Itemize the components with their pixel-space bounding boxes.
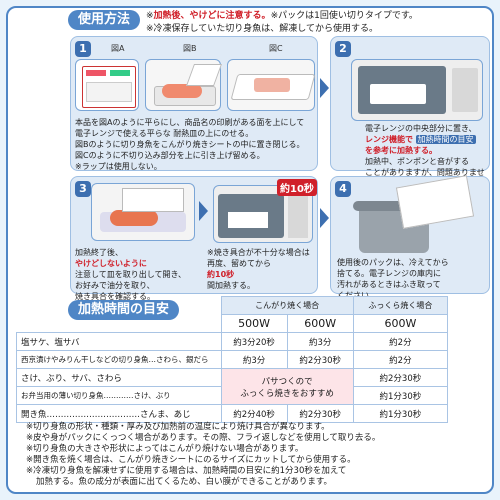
figure-b-fish-in-sheet-icon bbox=[145, 59, 223, 111]
heating-time-badge: 加熱時間の目安 bbox=[415, 135, 476, 144]
table-row: さけ、ぶり、サバ、さわら パサつくので ふっくら焼きをおすすめ 約2分30秒 bbox=[16, 368, 449, 405]
instruction-panel: 使用方法 ※加熱後、やけどに注意する。※パックは1回使い切りタイプです。 ※冷凍… bbox=[6, 6, 494, 494]
merged-note-cell: パサつくので ふっくら焼きをおすすめ bbox=[220, 368, 354, 405]
col-600w: 600W bbox=[286, 314, 354, 333]
arrow-right-icon bbox=[320, 208, 329, 228]
table-row: お弁当用の薄い切り身魚…………さけ、ぶり 約1分30秒 bbox=[16, 386, 449, 405]
step-4-number: 4 bbox=[335, 181, 351, 197]
step-2-number: 2 bbox=[335, 41, 351, 57]
step-4-panel: 4 使用後のパックは、冷えてから 捨てる。電子レンジの庫内に 汚れがあるときはふ… bbox=[330, 175, 490, 300]
step-3-instructions-right: ※焼き具合が不十分な場合は 再度、留めてから 約10秒 間加熱する。 bbox=[207, 248, 310, 290]
note-item: ※冷凍切り身魚を解凍せずに使用する場合は、加熱時間の目安に約1分30秒を加えて bbox=[26, 466, 347, 476]
note-item: 加熱する。魚の成分が表面に出てくるため、白い膜ができることがあります。 bbox=[36, 477, 333, 487]
step-1-instructions: 本品を図Aのように平らにし、商品名の印刷がある面を上にして 電子レンジで使える平… bbox=[75, 118, 305, 171]
step-4-instructions: 使用後のパックは、冷えてから 捨てる。電子レンジの庫内に 汚れがあるときはふき取… bbox=[337, 258, 449, 300]
used-pack-icon bbox=[395, 175, 475, 229]
figure-a-label: 図A bbox=[111, 44, 125, 53]
step-1-number: 1 bbox=[75, 41, 91, 57]
step-2-panel: 2 電子レンジの中央部分に置き、 レンジ機能で 加熱時間の目安 を参考に加熱する… bbox=[330, 36, 490, 188]
heating-time-table: こんがり焼く場合 ふっくら焼く場合 500W 600W 600W 塩サケ、塩サバ… bbox=[16, 296, 449, 423]
figure-b-label: 図B bbox=[183, 44, 197, 53]
step-3-panel: 3 約10秒 加熱終了後、 やけどしないように 注意して皿を取り出して開き、 お… bbox=[70, 176, 318, 301]
opened-pack-icon bbox=[91, 183, 195, 241]
section-title-usage: 使用方法 bbox=[68, 10, 141, 30]
note-item: ※皮や身がパックにくっつく場合があります。その際、フライ返しなどを使用して取り去… bbox=[26, 433, 381, 443]
microwave-reheat-icon bbox=[213, 185, 313, 243]
figure-c-closed-pack-icon bbox=[227, 59, 316, 111]
table-row: 西京漬けやみりん干しなどの切り身魚…さわら、銀だら 約3分 約2分30秒 約2分 bbox=[16, 350, 449, 369]
note-item: ※開き魚を焼く場合は、こんがり焼きシートにのるサイズにカットしてから使用する。 bbox=[26, 455, 356, 465]
step-1-panel: 1 図A 図B 図C 本品を図Aのように平らにし、商品名の印刷がある面を上にして… bbox=[70, 36, 318, 171]
arrow-right-icon bbox=[320, 78, 329, 98]
group-kongari: こんがり焼く場合 bbox=[220, 296, 354, 315]
col-600w-fukkura: 600W bbox=[352, 314, 449, 333]
section-title-heating-time: 加熱時間の目安 bbox=[68, 300, 180, 320]
group-fukkura: ふっくら焼く場合 bbox=[352, 296, 449, 315]
table-row: 開き魚……………………………さんま、あじ 約2分40秒 約2分30秒 約1分30… bbox=[16, 404, 449, 423]
trash-can-lid bbox=[353, 201, 435, 211]
table-row: 塩サケ、塩サバ 約3分20秒 約3分 約2分 bbox=[16, 332, 449, 351]
usage-note-2: ※冷凍保存していた切り身魚は、解凍してから使用する。 bbox=[146, 24, 379, 34]
step-3-number: 3 bbox=[75, 181, 91, 197]
figure-c-label: 図C bbox=[269, 44, 283, 53]
note-item: ※切り身魚の大きさや形状によってはこんがり焼けない場合があります。 bbox=[26, 444, 304, 454]
figure-a-pack-icon bbox=[75, 59, 139, 111]
ten-seconds-badge: 約10秒 bbox=[277, 179, 317, 196]
step-3-instructions-left: 加熱終了後、 やけどしないように 注意して皿を取り出して開き、 お好みで油分を取… bbox=[75, 248, 186, 301]
col-500w: 500W bbox=[220, 314, 288, 333]
usage-note-1: ※加熱後、やけどに注意する。※パックは1回使い切りタイプです。 bbox=[146, 11, 418, 21]
note-item: ※切り身魚の形状・種類・厚み及び加熱前の温度により焼け具合が異なります。 bbox=[26, 422, 330, 432]
microwave-icon bbox=[351, 59, 483, 121]
arrow-right-icon bbox=[199, 201, 208, 221]
